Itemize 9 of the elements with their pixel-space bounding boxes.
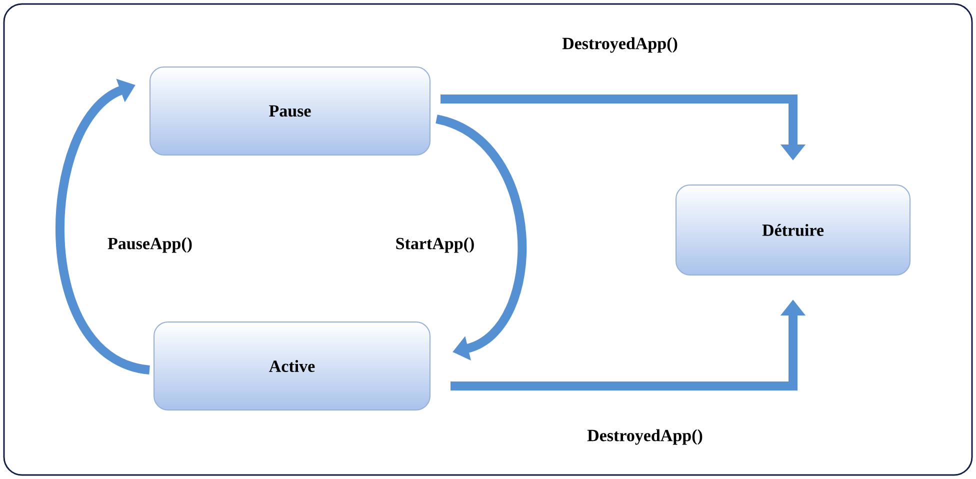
arrow bbox=[56, 78, 151, 374]
edge-label: DestroyedApp() bbox=[560, 35, 680, 55]
edge-label: DestroyedApp() bbox=[585, 427, 705, 447]
edge-label: PauseApp() bbox=[106, 235, 194, 255]
state-box: Active bbox=[154, 322, 430, 410]
state-box: Pause bbox=[150, 66, 430, 156]
arrow bbox=[435, 114, 526, 361]
edge-label: StartApp() bbox=[393, 235, 477, 255]
state-box: Détruire bbox=[676, 184, 911, 276]
